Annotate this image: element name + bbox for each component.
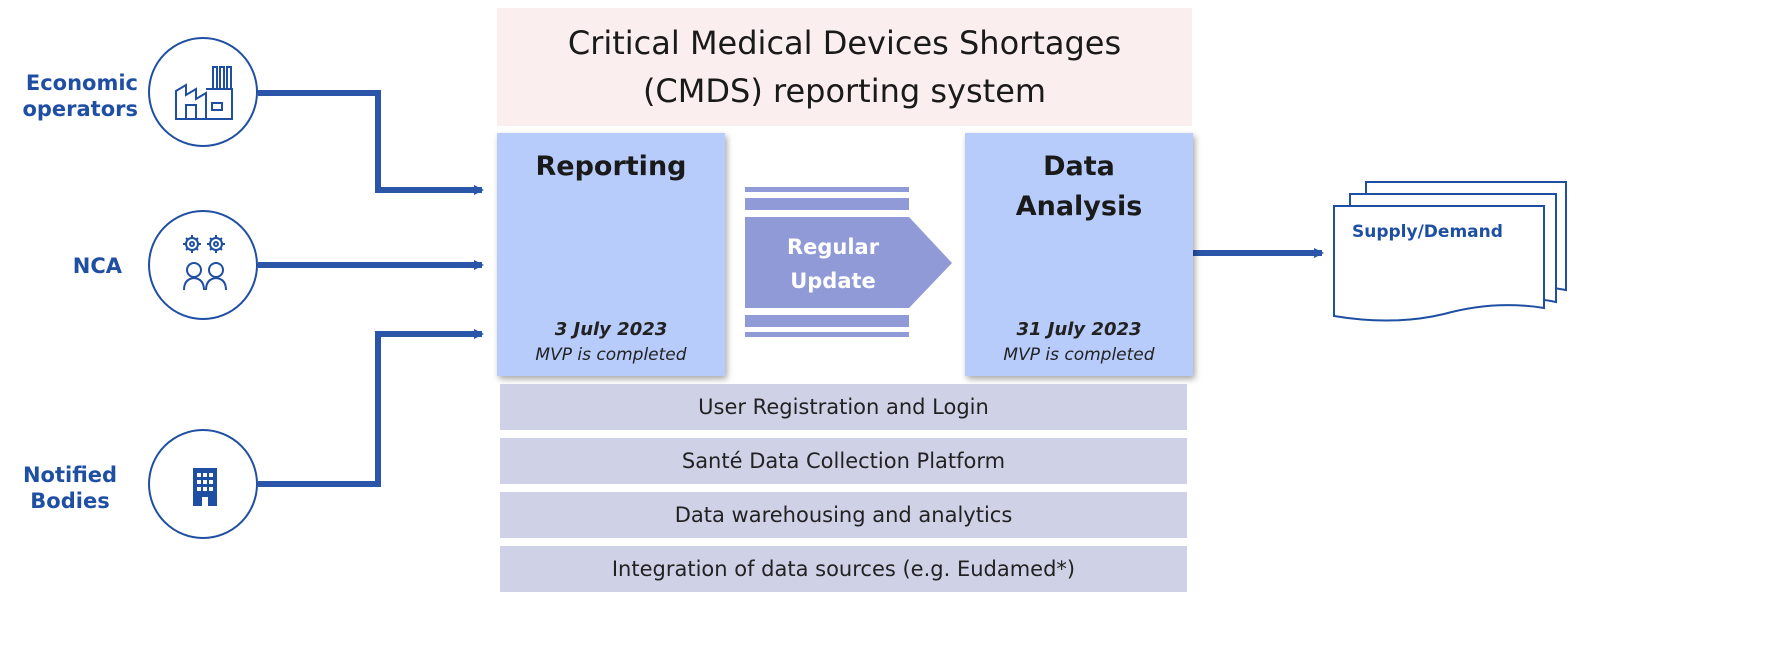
reporting-stage: Reporting 3 July 2023 MVP is completed (497, 133, 725, 376)
data-analysis-title-line1: Data (1043, 151, 1115, 182)
layer-data-collection-platform: Santé Data Collection Platform (500, 438, 1187, 484)
actor-label-economic-operators: Economic operators (22, 71, 138, 121)
layer-user-registration: User Registration and Login (500, 384, 1187, 430)
reporting-note: MVP is completed (535, 345, 687, 365)
regular-update-arrow (745, 187, 952, 337)
connector-notified-bodies (258, 329, 484, 487)
actor-label-nca: NCA (72, 254, 122, 278)
data-analysis-date: 31 July 2023 (1016, 319, 1142, 340)
economic-operators-circle (148, 37, 258, 147)
system-title-line1: Critical Medical Devices Shortages (567, 24, 1122, 62)
data-analysis-title-line2: Analysis (1015, 191, 1143, 222)
supply-demand-label: Supply/Demand (1352, 222, 1503, 242)
system-title-box: Critical Medical Devices Shortages (CMDS… (497, 8, 1192, 126)
notified-bodies-circle (148, 429, 258, 539)
layer-data-integration: Integration of data sources (e.g. Eudame… (500, 546, 1187, 592)
stacked-documents-icon (1333, 181, 1567, 322)
reporting-date: 3 July 2023 (554, 319, 668, 340)
actor-label-notified-bodies: Notified Bodies (22, 463, 118, 513)
layer-data-warehousing: Data warehousing and analytics (500, 492, 1187, 538)
nca-circle (148, 210, 258, 320)
data-analysis-note: MVP is completed (1003, 345, 1155, 365)
office-building-icon (193, 468, 217, 506)
people-gears-icon (183, 235, 227, 291)
connector-economic-operators (258, 90, 484, 195)
factory-icon (175, 66, 233, 120)
regular-update-label: Regular Update (786, 235, 880, 293)
reporting-title: Reporting (535, 151, 687, 182)
data-analysis-stage: Data Analysis 31 July 2023 MVP is comple… (965, 133, 1193, 376)
system-title-line2: (CMDS) reporting system (642, 72, 1047, 110)
